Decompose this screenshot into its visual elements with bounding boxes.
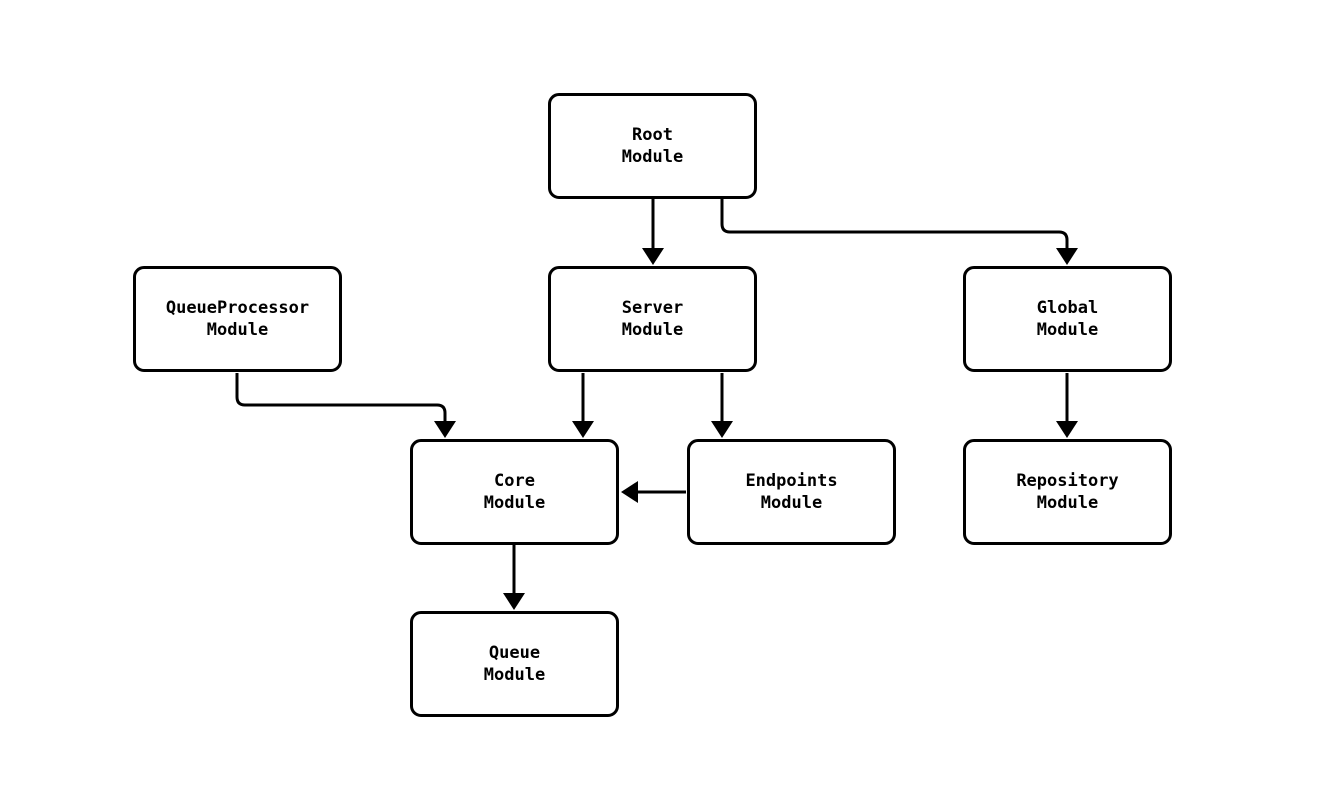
edge-core-to-queue [503,545,525,610]
node-label: Endpoints Module [745,471,838,513]
edge-queueprocessor-to-core [235,373,456,438]
arrowhead-down-icon [434,421,456,438]
node-label: Repository Module [1016,471,1119,513]
arrowhead-down-icon [1056,248,1078,265]
arrowhead-left-icon [621,481,638,503]
node-label: Global Module [1036,298,1099,340]
node-label: Server Module [621,298,684,340]
node-endpoints-module: Endpoints Module [687,439,896,545]
edge-server-to-core [572,373,594,438]
arrowhead-down-icon [503,593,525,610]
node-core-module: Core Module [410,439,619,545]
node-repository-module: Repository Module [963,439,1172,545]
node-root-module: Root Module [548,93,757,199]
node-queueprocessor-module: QueueProcessor Module [133,266,342,372]
edge-global-to-repository [1056,373,1078,438]
arrowhead-down-icon [1056,421,1078,438]
arrowhead-down-icon [572,421,594,438]
edge-root-to-server [642,199,664,265]
node-label: Core Module [483,471,546,513]
edge-server-to-endpoints [711,373,733,438]
node-label: QueueProcessor Module [165,298,310,340]
node-server-module: Server Module [548,266,757,372]
node-label: Queue Module [483,643,546,685]
arrowhead-down-icon [642,248,664,265]
edge-endpoints-to-core [621,481,686,503]
node-global-module: Global Module [963,266,1172,372]
arrowhead-down-icon [711,421,733,438]
node-label: Root Module [621,125,684,167]
node-queue-module: Queue Module [410,611,619,717]
edge-root-to-global [720,199,1078,265]
